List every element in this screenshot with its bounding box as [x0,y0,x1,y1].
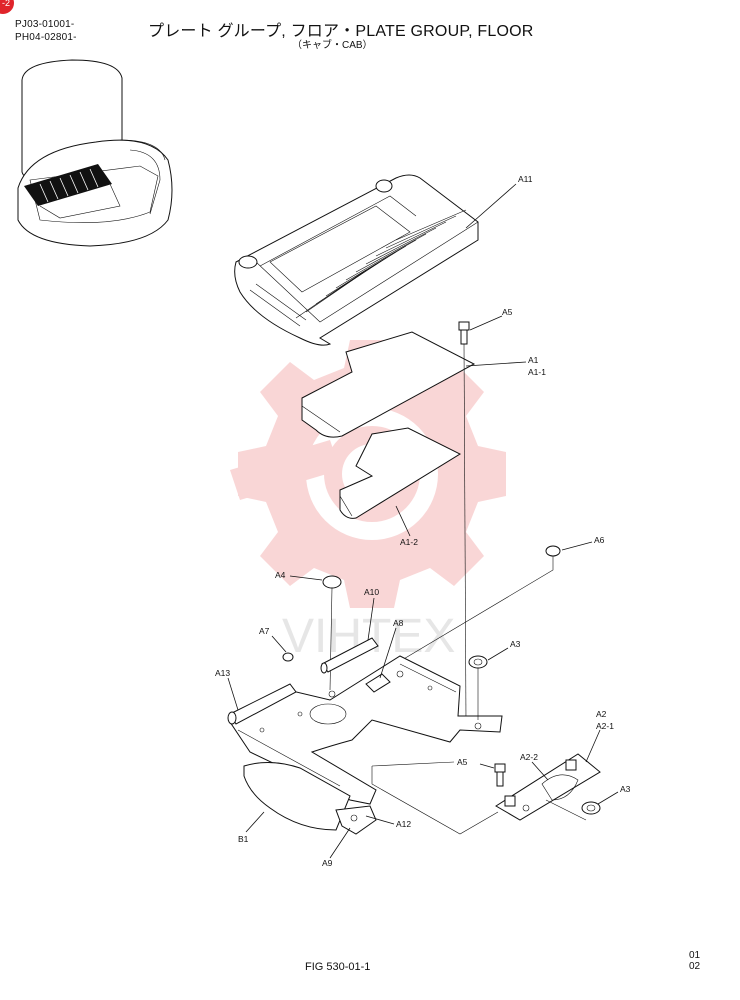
plate-a1-2 [339,427,462,519]
leader-lines [227,183,619,859]
callout-a6: A6 [594,535,605,545]
page-number-line-2: 02 [689,961,701,972]
callout-a5-top: A5 [502,307,513,317]
bracket-a2 [495,753,601,821]
rail-a13 [227,683,297,725]
model-code-2: PH04-02801- [15,32,77,43]
callout-a8: A8 [393,618,404,628]
callout-b1: B1 [238,834,249,844]
floor-mat-a11 [234,174,479,346]
page-number: 01 02 [689,950,700,972]
callout-a3-bottom: A3 [620,784,631,794]
rail-a10 [320,637,379,674]
model-codes: PJ03-01001- PH04-02801- [15,18,77,44]
bolt-a5-bottom [494,763,506,787]
callout-a2-1: A2-1 [596,721,614,731]
callout-a7: A7 [259,626,270,636]
model-code-1: PJ03-01001- [15,19,75,30]
assembly-connectors [371,761,587,835]
callout-a2-2: A2-2 [520,752,538,762]
callout-a1: A1 [528,355,539,365]
callout-a13: A13 [215,668,230,678]
callout-a3-top: A3 [510,639,521,649]
callout-a11: A11 [518,174,533,184]
callout-a2: A2 [596,709,607,719]
plug-a6 [401,545,561,661]
callout-a1-1: A1-1 [528,367,546,377]
cover-b1 [243,762,351,831]
callout-a10: A10 [364,587,379,597]
corner-badge: -2 [0,0,14,14]
callout-a1-2: A1-2 [400,537,418,547]
callout-a5-bottom: A5 [457,757,468,767]
bracket-a12 [335,805,377,835]
plug-a4 [322,575,342,691]
page-subtitle: （キャブ・CAB） [292,40,373,51]
page-number-line-1: 01 [689,950,701,961]
plate-a1 [301,331,476,438]
nut-a7 [282,652,294,662]
callout-a4: A4 [275,570,286,580]
callout-a12: A12 [396,819,411,829]
callout-a9: A9 [322,858,333,868]
page-title: プレート グループ, フロア・PLATE GROUP, FLOOR [148,23,534,40]
mount-a3-bottom [581,801,601,815]
mount-a3-top [468,655,488,720]
cab-thumbnail [17,59,173,247]
bolt-a5-top [458,321,470,723]
figure-number: FIG 530-01-1 [305,961,371,973]
